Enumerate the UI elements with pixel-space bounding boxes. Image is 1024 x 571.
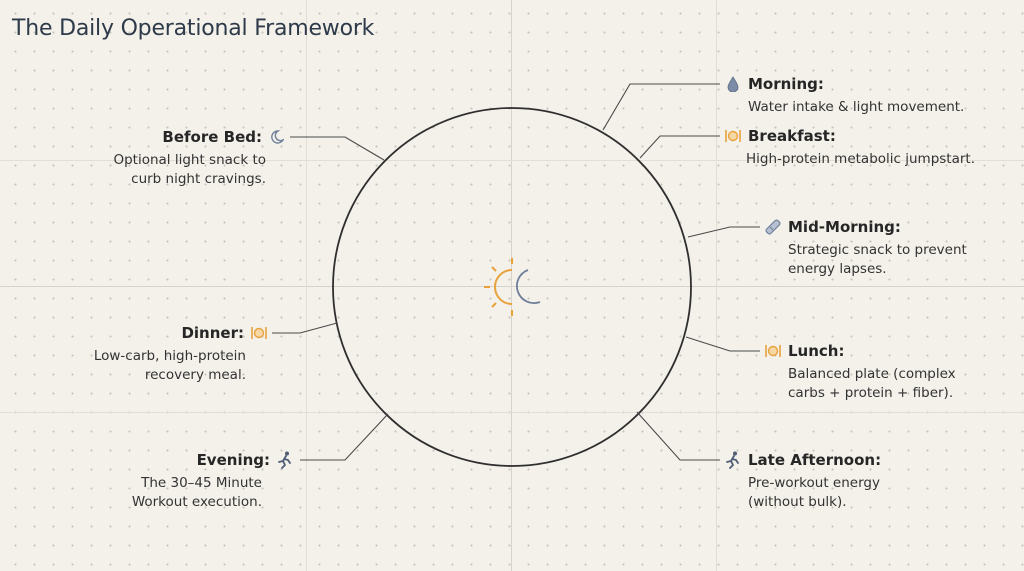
mid-morning-description: Strategic snack to prevent energy lapses… [788, 242, 967, 277]
evening-description: The 30–45 Minute Workout execution. [131, 475, 262, 510]
plate-utensils-icon [250, 324, 268, 342]
label-mid-morning: Mid-Morning: Strategic snack to prevent … [764, 217, 994, 279]
plate-utensils-icon [724, 127, 742, 145]
crescent-moon-icon [268, 128, 286, 146]
lunch-description: Balanced plate (complex carbs + protein … [788, 366, 956, 401]
plate-utensils-icon [764, 342, 782, 360]
minor-guide-line [0, 412, 1024, 413]
label-before-bed: Before Bed: Optional light snack to curb… [0, 127, 286, 189]
horizontal-guide-line [0, 286, 1024, 287]
morning-description: Water intake & light movement. [748, 99, 965, 115]
connector-lunch [685, 336, 760, 352]
connector-morning [602, 83, 720, 131]
label-breakfast: Breakfast: High-protein metabolic jumpst… [724, 126, 1024, 169]
connector-breakfast [639, 135, 720, 159]
label-lunch: Lunch: Balanced plate (complex carbs + p… [764, 341, 994, 403]
late-afternoon-title: Late Afternoon: [748, 451, 882, 469]
connector-before-bed [290, 136, 385, 161]
page-title: The Daily Operational Framework [12, 16, 375, 41]
connector-dinner [272, 322, 338, 334]
minor-guide-line [0, 160, 1024, 161]
snack-bar-icon [764, 218, 782, 236]
minor-guide-line [306, 0, 307, 571]
sun-icon [484, 258, 513, 316]
running-person-icon [276, 451, 294, 469]
water-drop-icon [724, 75, 742, 93]
breakfast-description: High-protein metabolic jumpstart. [746, 151, 976, 167]
before-bed-description: Optional light snack to curb night cravi… [113, 152, 266, 187]
minor-guide-line [716, 0, 717, 571]
connector-late-afternoon [636, 411, 720, 461]
day-cycle-circle [332, 107, 692, 467]
connector-evening [300, 413, 389, 461]
label-evening: Evening: The 30–45 Minute Workout execut… [0, 450, 294, 512]
dinner-description: Low-carb, high-protein recovery meal. [93, 348, 246, 383]
mid-morning-title: Mid-Morning: [788, 218, 901, 236]
vertical-guide-line [511, 0, 512, 571]
before-bed-title: Before Bed: [162, 128, 262, 146]
moon-icon [516, 269, 541, 304]
label-late-afternoon: Late Afternoon: Pre-workout energy (with… [724, 450, 984, 512]
late-afternoon-description: Pre-workout energy (without bulk). [748, 475, 880, 510]
lunch-title: Lunch: [788, 342, 845, 360]
label-morning: Morning: Water intake & light movement. [724, 74, 1024, 117]
evening-title: Evening: [196, 451, 270, 469]
label-dinner: Dinner: Low-carb, high-protein recovery … [0, 323, 268, 385]
morning-title: Morning: [748, 75, 824, 93]
running-person-icon [724, 451, 742, 469]
dinner-title: Dinner: [181, 324, 244, 342]
breakfast-title: Breakfast: [748, 127, 836, 145]
connector-midmorning [687, 226, 760, 238]
